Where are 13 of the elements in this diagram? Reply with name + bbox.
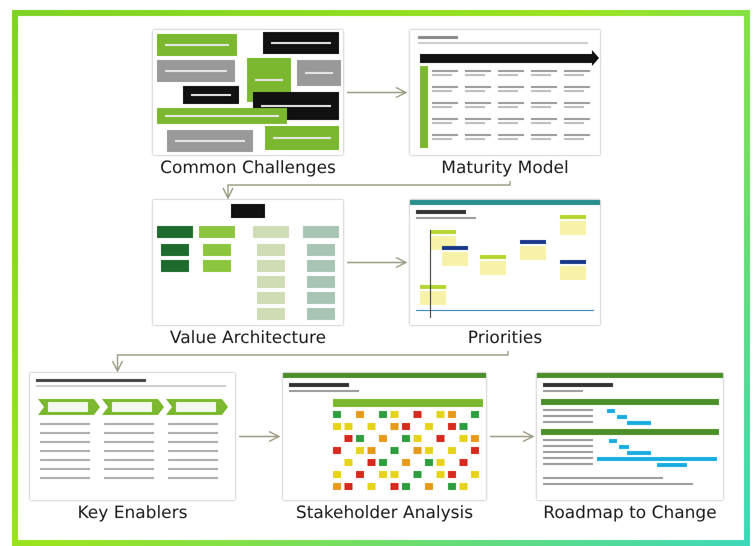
slide-caption: Roadmap to Change xyxy=(543,503,717,523)
slide-caption: Value Architecture xyxy=(170,328,326,348)
slide-caption: Stakeholder Analysis xyxy=(296,503,474,523)
arrow xyxy=(490,430,534,442)
slide-caption: Key Enablers xyxy=(78,503,188,523)
slide-caption: Common Challenges xyxy=(160,158,336,178)
arrow xyxy=(239,430,280,442)
slide-caption: Priorities xyxy=(468,328,542,348)
arrow xyxy=(347,86,407,98)
arrow xyxy=(222,181,511,199)
arrow xyxy=(347,256,407,268)
slide-caption: Maturity Model xyxy=(441,158,569,178)
arrow xyxy=(112,350,509,372)
